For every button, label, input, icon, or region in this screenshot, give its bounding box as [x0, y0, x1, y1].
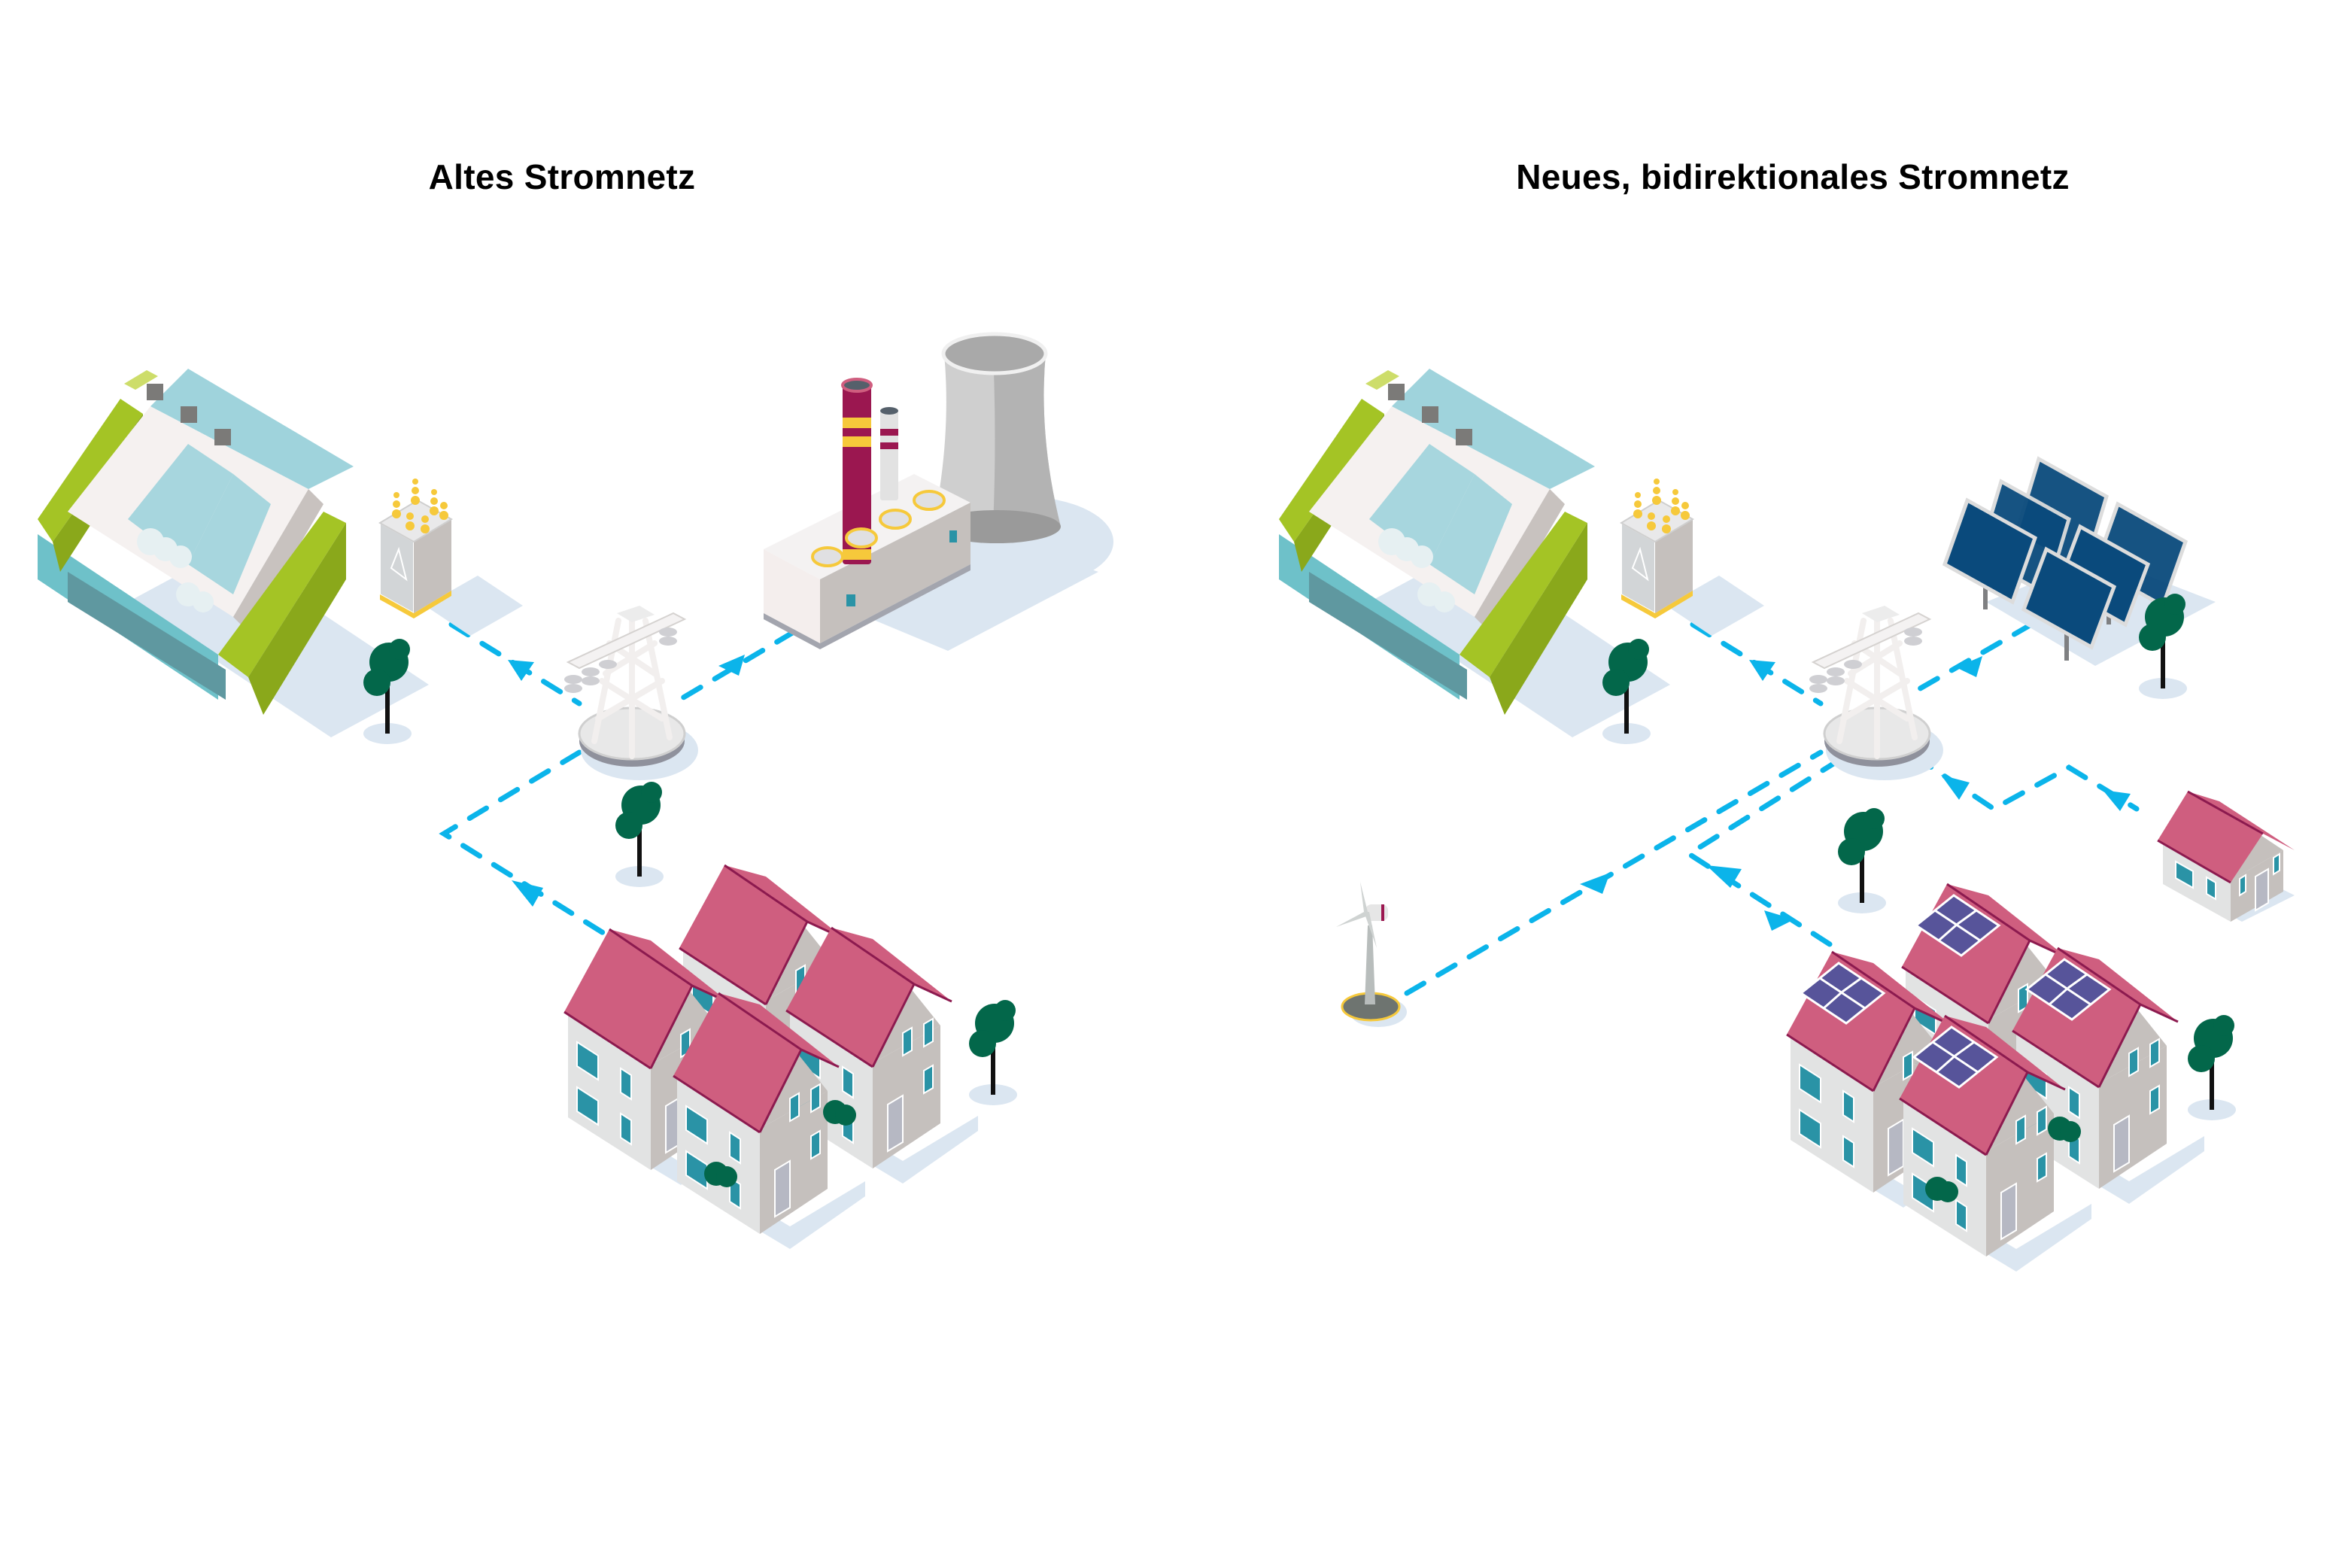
wind-turbine	[1336, 882, 1407, 1027]
new-grid-title: Neues, bidirektionales Stromnetz	[1516, 157, 2070, 196]
transformer	[379, 478, 524, 637]
flow-tower-to-houses	[439, 749, 612, 940]
flow-arrow-icon	[1941, 775, 1970, 800]
flow-solar-to-tower	[1904, 621, 2034, 699]
houses-cluster-with-solar-roofs	[1785, 883, 2206, 1273]
tree	[615, 782, 664, 887]
flow-arrow-icon	[1580, 873, 1610, 894]
flow-arrow-icon	[512, 880, 543, 907]
flow-arrow-icon	[2103, 790, 2131, 811]
flow-arrow-icon	[718, 655, 745, 676]
flow-tower-houses-bidirectional	[1684, 757, 1842, 951]
flow-arrow-icon	[1749, 660, 1775, 681]
flow-wind-to-tower	[1404, 749, 1824, 996]
house-single	[2157, 790, 2295, 922]
old-grid-panel	[38, 332, 1113, 1250]
tree	[2188, 1015, 2236, 1120]
transformer	[1620, 478, 1765, 637]
flow-arrow-icon	[1956, 656, 1982, 677]
transmission-tower	[564, 606, 698, 780]
coal-power-plant	[764, 332, 1113, 651]
houses-cluster	[563, 864, 980, 1250]
cooling-tower	[933, 332, 1061, 543]
tree	[1838, 808, 1886, 913]
tree	[969, 1000, 1017, 1105]
solar-farm	[1942, 456, 2216, 666]
new-grid-panel	[1279, 369, 2295, 1273]
flow-arrow-icon	[1706, 865, 1742, 888]
flow-arrow-icon	[1764, 910, 1794, 931]
old-grid-title: Altes Stromnetz	[428, 157, 696, 196]
transmission-tower	[1809, 606, 1943, 780]
flow-arrow-icon	[508, 660, 534, 681]
